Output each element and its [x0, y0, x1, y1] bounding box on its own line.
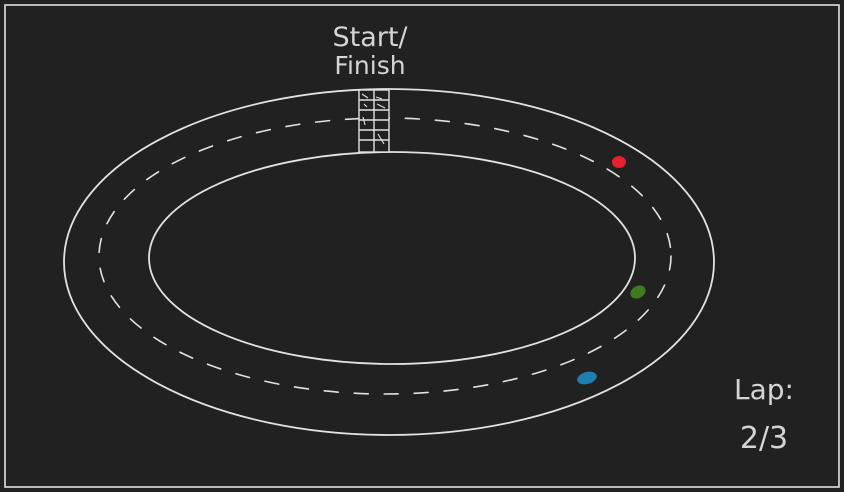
- track-outer-edge: [63, 88, 715, 436]
- blue-car[interactable]: [576, 370, 598, 387]
- lap-counter-value: 2/3: [740, 421, 788, 456]
- lap-counter-title: Lap:: [734, 373, 794, 406]
- start-finish-label-line1: Start/: [332, 22, 408, 53]
- start-finish-line: [358, 89, 390, 153]
- strip-scribble: [361, 93, 386, 145]
- start-finish-label-line2: Finish: [334, 51, 405, 80]
- lap-counter: Lap: 2/3: [734, 373, 794, 456]
- green-car[interactable]: [628, 283, 648, 301]
- red-car[interactable]: [612, 156, 626, 168]
- frame-border: [4, 4, 840, 488]
- track-inner-edge: [148, 151, 636, 365]
